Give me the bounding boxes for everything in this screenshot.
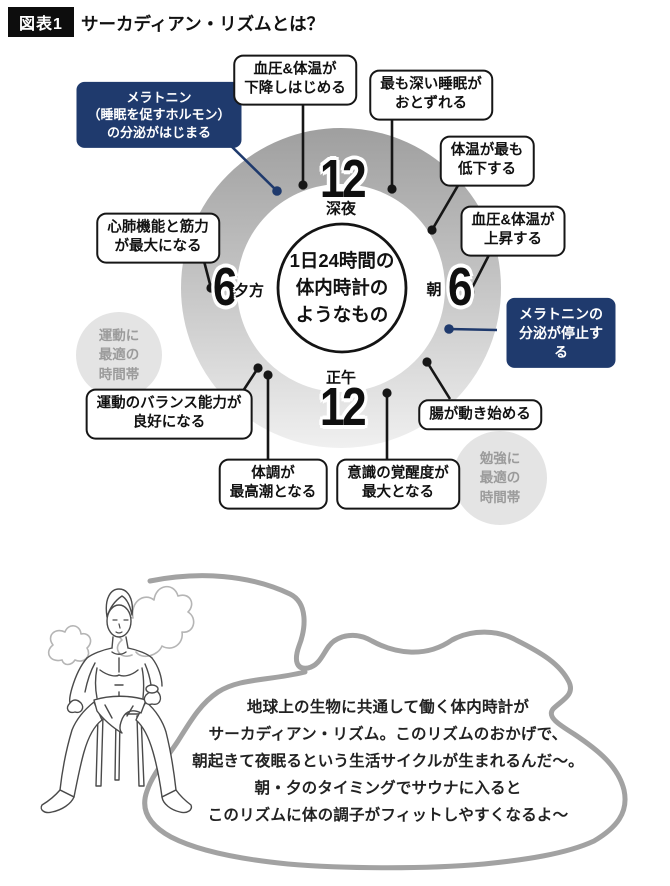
speech-bubble-text: 地球上の生物に共通して働く体内時計が サーカディアン・リズム。このリズムのおかげ… <box>192 699 584 824</box>
left-foot <box>40 789 75 814</box>
zone-exercise-time: 運動に 最適の 時間帯 <box>76 312 162 398</box>
connector-lines <box>202 99 498 461</box>
left-arm <box>68 657 96 704</box>
head <box>106 604 132 638</box>
label-melatonin-stop: メラトニンの 分泌が停止する <box>506 297 616 369</box>
clock-center-label: 1日24時間の 体内時計の ようなもの <box>289 249 395 325</box>
clock-period-noon: 正午 <box>325 369 357 387</box>
left-leg <box>59 701 103 798</box>
clock-period-evening: 夕方 <box>233 282 265 300</box>
label-cardio-max: 心肺機能と筋力 が最大になる <box>96 212 220 264</box>
torso <box>86 647 153 659</box>
clock-period-midnight: 深夜 <box>325 200 357 218</box>
label-alertness-max: 意識の覚醒度が 最大となる <box>336 458 460 510</box>
connector-dots <box>206 180 475 398</box>
zone-study-time: 勉強に 最適の 時間帯 <box>453 431 547 525</box>
right-foot <box>161 789 193 814</box>
right-arm <box>144 657 163 687</box>
clock-number-evening: 6 <box>212 257 238 317</box>
right-leg <box>135 701 177 798</box>
speech-bubble-outline <box>142 573 628 871</box>
label-melatonin-start: メラトニン （睡眠を促すホルモン） の分泌がはじまる <box>76 81 242 149</box>
figure-badge: 図表1 <box>8 7 74 37</box>
hair <box>105 588 134 618</box>
left-hand <box>66 699 84 714</box>
clock-number-noon: 12 <box>319 377 367 437</box>
clock-number-morning: 6 <box>447 257 473 317</box>
clock-center-circle <box>276 222 408 354</box>
label-blood-pressure-rise: 血圧&体温が 上昇する <box>460 205 566 257</box>
clock-period-morning: 朝 <box>426 281 442 299</box>
label-balance-good: 運動のバランス能力が 良好になる <box>85 388 253 440</box>
label-temperature-lowest: 体温が最も 低下する <box>439 135 535 187</box>
label-condition-peak: 体調が 最高潮となる <box>218 458 328 510</box>
page-title: サーカディアン・リズムとは？ <box>81 14 325 34</box>
sauna-man-illustration <box>40 585 195 814</box>
label-blood-pressure-drop: 血圧&体温が 下降しはじめる <box>233 54 357 106</box>
watch-icon <box>145 684 159 694</box>
face <box>112 619 129 634</box>
steam-icon <box>47 585 195 666</box>
clock-number-midnight: 12 <box>319 149 367 209</box>
label-deep-sleep: 最も深い睡眠が おとずれる <box>369 69 493 121</box>
label-gut-active: 腸が動き始める <box>418 399 542 431</box>
